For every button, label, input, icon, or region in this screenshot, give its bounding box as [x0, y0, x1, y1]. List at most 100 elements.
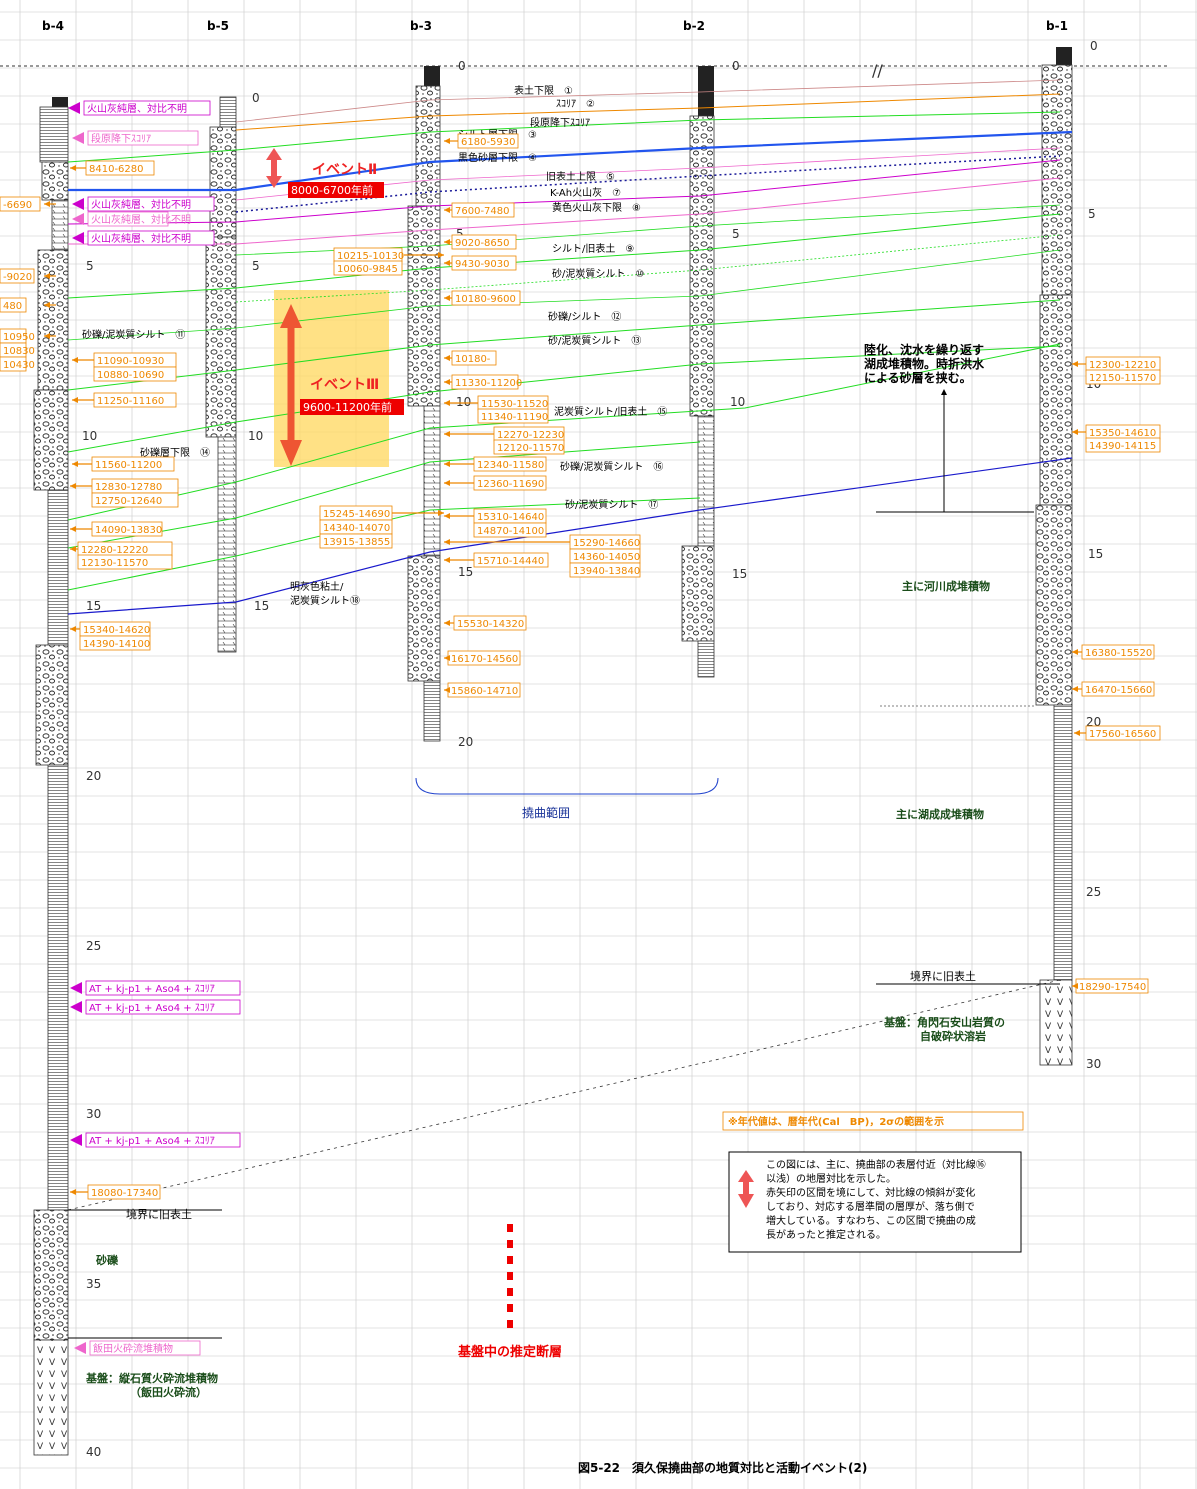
borehole-b4-column [33, 97, 69, 1456]
tephra-tag-label: AT + kj-p1 + Aso4 + ｽｺﾘｱ [89, 1136, 215, 1147]
age-value: 13940-13840 [573, 566, 640, 577]
age-box [1085, 437, 1161, 453]
age-value: 11560-11200 [95, 460, 162, 471]
age-arrowhead [444, 355, 450, 361]
event-ii-arrow [266, 148, 282, 188]
b1-depth-15: 15 [1088, 547, 1103, 561]
horizon-label: 砂/泥炭質シルト ⑬ [548, 334, 641, 347]
borehole-b1-column [1035, 47, 1073, 1066]
age-arrowhead [44, 333, 50, 339]
b4-depth-20: 20 [86, 769, 101, 783]
event-ii-range: 8000-6700年前 [291, 183, 373, 197]
age-value: 16170-14560 [451, 654, 518, 665]
lake-note: 陸化、沈水を繰り返す 湖成堆積物。時折洪水 による砂層を挟む。 [864, 342, 985, 385]
age-box [1085, 369, 1161, 385]
tephra-tag-box [87, 196, 215, 212]
svg-text:（飯田火砕流）: （飯田火砕流） [130, 1385, 207, 1399]
age-value: 11250-11160 [97, 396, 164, 407]
age-box [477, 408, 549, 424]
age-arrowhead [1072, 429, 1078, 435]
age-box [0, 297, 27, 313]
tephra-flag-icon [72, 213, 84, 225]
age-arrowhead [1072, 361, 1078, 367]
age-arrowhead [1072, 983, 1078, 989]
horizon-label: 砂/泥炭質シルト ⑰ [565, 498, 658, 511]
tephra-tag-label: 火山灰純層、対比不明 [91, 198, 191, 211]
svg-text:長があったと推定される。: 長があったと推定される。 [766, 1228, 886, 1241]
horizon-label: 砂礫/泥炭質シルト ⑪ [82, 328, 185, 341]
age-value: 13915-13855 [323, 537, 390, 548]
borehole-b2-column [681, 66, 715, 678]
age-value: 15860-14710 [451, 686, 518, 697]
tephra-flag-icon [70, 1134, 82, 1146]
age-value: 8410-6280 [89, 164, 144, 175]
age-value: 12270-12230 [497, 430, 564, 441]
age-value: 15350-14610 [1089, 428, 1156, 439]
age-value: 15290-14660 [573, 538, 640, 549]
age-value: 10880-10690 [97, 370, 164, 381]
horizon-label: 段原降下ｽｺﾘｱ [530, 116, 590, 129]
tephra-tag-label: AT + kj-p1 + Aso4 + ｽｺﾘｱ [89, 1003, 215, 1014]
age-arrowhead [72, 461, 78, 467]
age-box [493, 439, 565, 455]
age-value: 10180- [455, 354, 491, 365]
b2-depth-5: 5 [732, 227, 740, 241]
age-arrowhead [444, 655, 450, 661]
svg-text:湖成堆積物。時折洪水: 湖成堆積物。時折洪水 [864, 356, 985, 371]
horizon-label: 旧表土上限 ⑤ [546, 170, 615, 183]
b3-depth-20: 20 [458, 735, 473, 749]
svg-text:による砂層を挟む。: による砂層を挟む。 [864, 370, 972, 385]
age-value: 9020-8650 [455, 238, 510, 249]
age-arrowhead [444, 513, 450, 519]
age-value: 15710-14440 [477, 556, 544, 567]
age-value: 10180-9600 [455, 294, 516, 305]
age-value: 10215-10130 [337, 251, 404, 262]
horizon-label: 砂礫/泥炭質シルト ⑯ [560, 460, 663, 473]
break-mark: // [872, 61, 883, 80]
age-arrowhead [444, 295, 450, 301]
age-value: 14360-14050 [573, 552, 640, 563]
horizon-label: 黒色砂層下限 ④ [458, 151, 537, 164]
tephra-tag-box [87, 211, 169, 227]
age-arrowhead [44, 273, 50, 279]
b3-depth-15: 15 [458, 565, 473, 579]
tephra-tag-label: 火山灰純層、対比不明 [87, 102, 187, 115]
age-value: 12830-12780 [95, 482, 162, 493]
age-value: 14870-14100 [477, 526, 544, 537]
b1-depth-25: 25 [1086, 885, 1101, 899]
svg-text:陸化、沈水を繰り返す: 陸化、沈水を繰り返す [864, 342, 984, 357]
age-value: 6180-5930 [461, 137, 516, 148]
horizon-label: 砂/泥炭質シルト ⑩ [552, 267, 644, 280]
tephra-tag-label: 飯田火砕流堆積物 [93, 1342, 173, 1355]
age-arrowhead [44, 201, 50, 207]
legend-box: この図には、主に、撓曲部の表層付近（対比線⑯ 以浅）の地層対比を示した。 赤矢印… [728, 1151, 1022, 1253]
tephra-flag-icon [68, 102, 80, 114]
b4-depth-40: 40 [86, 1445, 101, 1459]
b3-depth-0: 0 [458, 59, 466, 73]
b3-depth-5: 5 [456, 227, 464, 241]
b5-depth-10: 10 [248, 429, 263, 443]
borehole-b4-label: b-4 [42, 19, 64, 33]
b4-depth-5: 5 [86, 259, 94, 273]
age-box [79, 635, 151, 651]
horizon-label: 砂礫/シルト ⑫ [548, 310, 621, 323]
age-arrowhead [438, 252, 444, 258]
fold-range-label: 撓曲範囲 [522, 805, 570, 820]
gravel-label: 砂礫 [96, 1253, 119, 1267]
age-value: 12120-11570 [497, 443, 564, 454]
b2-depth-15: 15 [732, 567, 747, 581]
age-value: 10950 [3, 332, 35, 343]
age-arrowhead [444, 687, 450, 693]
b4-depth-35: 35 [86, 1277, 101, 1291]
tephra-tag-box [87, 230, 215, 246]
age-value: 17560-16560 [1089, 729, 1156, 740]
age-arrowhead [72, 357, 78, 363]
tephra-flag-icon [72, 198, 84, 210]
b1-depth-20: 20 [1086, 715, 1101, 729]
horizon-label: K-Ah火山灰 ⑦ [550, 186, 621, 199]
age-value: 12150-11570 [1089, 373, 1156, 384]
age-arrowhead [70, 165, 76, 171]
svg-text:自破砕状溶岩: 自破砕状溶岩 [920, 1029, 986, 1043]
age-value: 14390-14100 [83, 639, 150, 650]
